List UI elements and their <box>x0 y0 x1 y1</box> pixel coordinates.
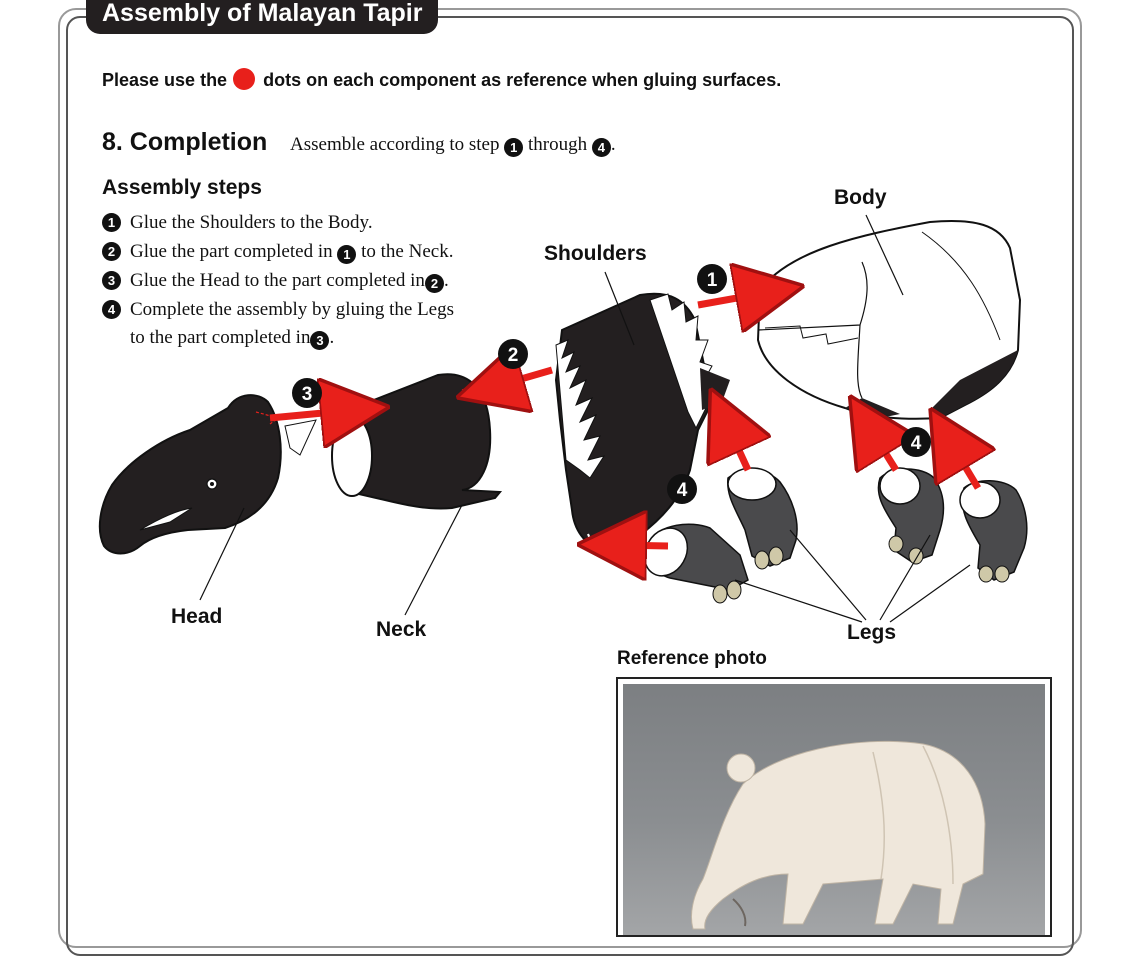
step-markers: 1 2 3 4 4 <box>292 264 931 504</box>
body-part <box>756 219 1022 420</box>
step-badge-start: 1 <box>504 138 524 157</box>
head-part <box>98 394 317 555</box>
glue-note-text-after: dots on each component as reference when… <box>263 70 782 90</box>
step-text-after: . <box>329 327 335 348</box>
step-text: Complete the assembly by gluing the Legs <box>130 299 455 320</box>
step-number-badge: 4 <box>102 300 121 319</box>
reference-photo-label: Reference photo <box>617 648 767 669</box>
label-shoulders: Shoulders <box>544 242 647 265</box>
arrow-step-2 <box>490 370 553 388</box>
label-legs: Legs <box>847 621 897 644</box>
leg-back-left <box>877 467 945 565</box>
arrow-step-4c <box>868 425 896 470</box>
shoulders-part <box>554 292 730 550</box>
reference-photo-image <box>623 684 1045 935</box>
step-ref-badge: 2 <box>424 274 444 293</box>
section-description-text: Assemble according to step <box>290 134 500 155</box>
step-marker-3: 3 <box>292 378 322 408</box>
assembly-steps-list: 1 Glue the Shoulders to the Body. 2 Glue… <box>102 209 522 353</box>
step-ref-badge: 1 <box>337 245 357 264</box>
step-text: Glue the Shoulders to the Body. <box>130 212 373 233</box>
neck-part <box>331 373 503 510</box>
svg-text:4: 4 <box>677 480 688 501</box>
leg-back-right <box>959 480 1028 583</box>
svg-text:3: 3 <box>302 384 313 405</box>
label-body: Body <box>834 186 887 209</box>
red-arrows <box>269 292 978 546</box>
step-text: Glue the Head to the part completed in <box>130 270 425 291</box>
step-text-after: to the Neck. <box>361 241 454 262</box>
label-head: Head <box>171 605 223 628</box>
assembly-diagram: 1 2 3 4 4 <box>98 214 1028 623</box>
section-description-end: . <box>610 134 616 155</box>
page-title: Assembly of Malayan Tapir <box>86 0 439 34</box>
section-description-middle: through <box>527 134 588 155</box>
section-heading: 8. Completion <box>102 128 268 156</box>
glue-note-text-before: Please use the <box>102 70 228 90</box>
arrow-step-4a <box>612 545 669 546</box>
svg-text:2: 2 <box>508 345 519 366</box>
arrow-step-4d <box>948 438 978 490</box>
leg-front-left <box>643 523 749 604</box>
svg-text:1: 1 <box>707 270 718 291</box>
step-number-badge: 3 <box>102 271 121 290</box>
arrow-step-3 <box>269 410 355 418</box>
step-marker-4a: 4 <box>667 474 697 504</box>
section-description: Assemble according to step 1 through 4. <box>290 134 616 157</box>
label-neck: Neck <box>376 618 427 641</box>
arrow-step-4b <box>725 420 748 472</box>
red-dot-icon <box>233 68 256 90</box>
leg-front-right <box>727 467 798 570</box>
svg-text:4: 4 <box>911 433 922 454</box>
step-marker-2: 2 <box>498 339 528 369</box>
reference-photo <box>616 677 1052 937</box>
step-text: Glue the part completed in <box>130 241 333 262</box>
assembly-step: 2 Glue the part completed in 1 to the Ne… <box>102 238 522 266</box>
glue-note: Please use the dots on each component as … <box>102 68 781 91</box>
arrow-step-1 <box>697 292 770 305</box>
assembly-steps-title: Assembly steps <box>102 176 262 199</box>
assembly-step: 4 Complete the assembly by gluing the Le… <box>102 296 522 352</box>
step-ref-badge: 3 <box>310 331 330 350</box>
step-number-badge: 2 <box>102 242 121 261</box>
assembly-step: 3 Glue the Head to the part completed in… <box>102 267 522 295</box>
paper-tapir-model <box>690 740 986 930</box>
step-badge-end: 4 <box>591 138 611 157</box>
step-number-badge: 1 <box>102 213 121 232</box>
step-text-line2-text: to the part completed in <box>130 327 311 348</box>
assembly-step: 1 Glue the Shoulders to the Body. <box>102 209 522 237</box>
step-marker-4b: 4 <box>901 427 931 457</box>
step-text-after: . <box>443 270 449 291</box>
step-marker-1: 1 <box>697 264 727 294</box>
